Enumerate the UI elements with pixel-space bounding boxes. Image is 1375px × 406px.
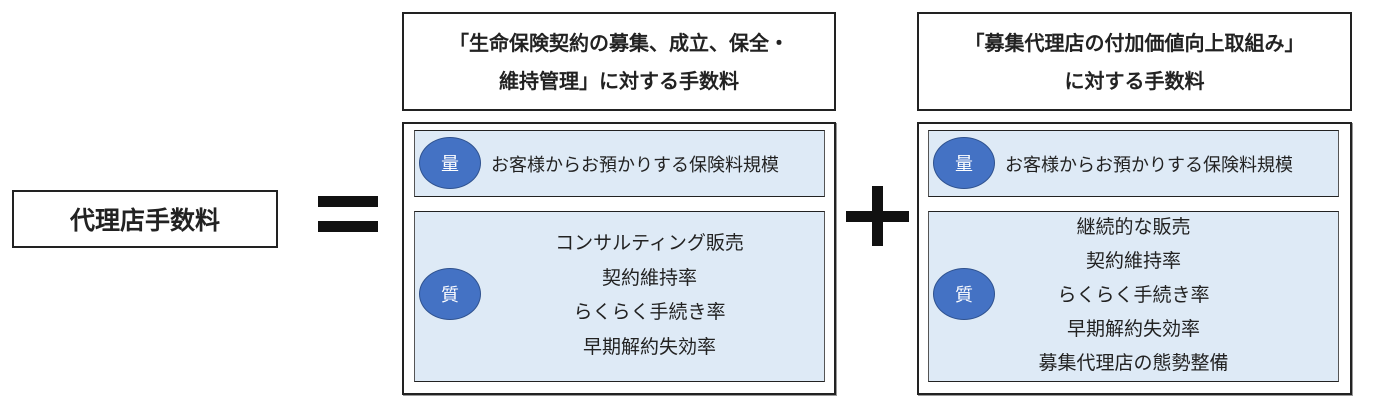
right-quality-list: 継続的な販売 契約維持率 らくらく手続き率 早期解約失効率 募集代理店の態勢整備 bbox=[929, 210, 1338, 380]
quality-item: 募集代理店の態勢整備 bbox=[1038, 352, 1229, 374]
left-quantity-panel: 量 お客様からお預かりする保険料規模 bbox=[414, 130, 825, 197]
quality-item: 契約維持率 bbox=[1085, 250, 1181, 272]
quality-badge-label: 質 bbox=[955, 285, 973, 306]
quality-badge-label: 質 bbox=[441, 285, 459, 306]
quantity-text: お客様からお預かりする保険料規模 bbox=[1005, 155, 1293, 176]
left-quality-list: コンサルティング販売 契約維持率 らくらく手続き率 早期解約失効率 bbox=[475, 226, 824, 364]
quality-item: 早期解約失効率 bbox=[582, 335, 716, 358]
quality-item: 早期解約失効率 bbox=[1066, 318, 1200, 340]
quality-item: らくらく手続き率 bbox=[1057, 284, 1210, 306]
left-header-line: 維持管理」に対する手数料 bbox=[499, 68, 739, 93]
quantity-badge: 量 bbox=[933, 137, 995, 189]
right-header-line: に対する手数料 bbox=[1064, 68, 1205, 93]
quantity-text: お客様からお預かりする保険料規模 bbox=[491, 155, 779, 176]
agency-commission-label: 代理店手数料 bbox=[69, 206, 220, 235]
quantity-badge: 量 bbox=[419, 137, 481, 189]
plus-sign-horizontal bbox=[846, 211, 909, 222]
right-criteria-box bbox=[917, 122, 1352, 395]
quality-badge: 質 bbox=[933, 268, 995, 320]
quality-item: 継続的な販売 bbox=[1076, 216, 1191, 238]
right-quantity-panel: 量 お客様からお預かりする保険料規模 bbox=[928, 130, 1339, 197]
agency-commission-box: 代理店手数料 bbox=[12, 190, 278, 248]
left-criteria-box bbox=[402, 122, 836, 395]
left-quality-panel: 質 コンサルティング販売 契約維持率 らくらく手続き率 早期解約失効率 bbox=[414, 211, 825, 382]
quality-badge: 質 bbox=[419, 268, 481, 320]
quality-item: 契約維持率 bbox=[601, 266, 697, 289]
left-header-line: 「生命保険契約の募集、成立、保全・ bbox=[449, 30, 789, 55]
quantity-badge-label: 量 bbox=[441, 154, 459, 175]
right-header-line: 「募集代理店の付加価値向上取組み」 bbox=[964, 30, 1305, 55]
right-quality-panel: 質 継続的な販売 契約維持率 らくらく手続き率 早期解約失効率 募集代理店の態勢… bbox=[928, 211, 1339, 382]
equals-sign-bottom-bar bbox=[318, 221, 378, 232]
right-header-box: 「募集代理店の付加価値向上取組み」 に対する手数料 bbox=[917, 12, 1352, 111]
left-header-box: 「生命保険契約の募集、成立、保全・ 維持管理」に対する手数料 bbox=[402, 12, 836, 111]
equals-sign-top-bar bbox=[318, 196, 378, 207]
quantity-badge-label: 量 bbox=[955, 154, 973, 175]
quality-item: らくらく手続き率 bbox=[573, 301, 726, 323]
quality-item: コンサルティング販売 bbox=[555, 232, 744, 254]
